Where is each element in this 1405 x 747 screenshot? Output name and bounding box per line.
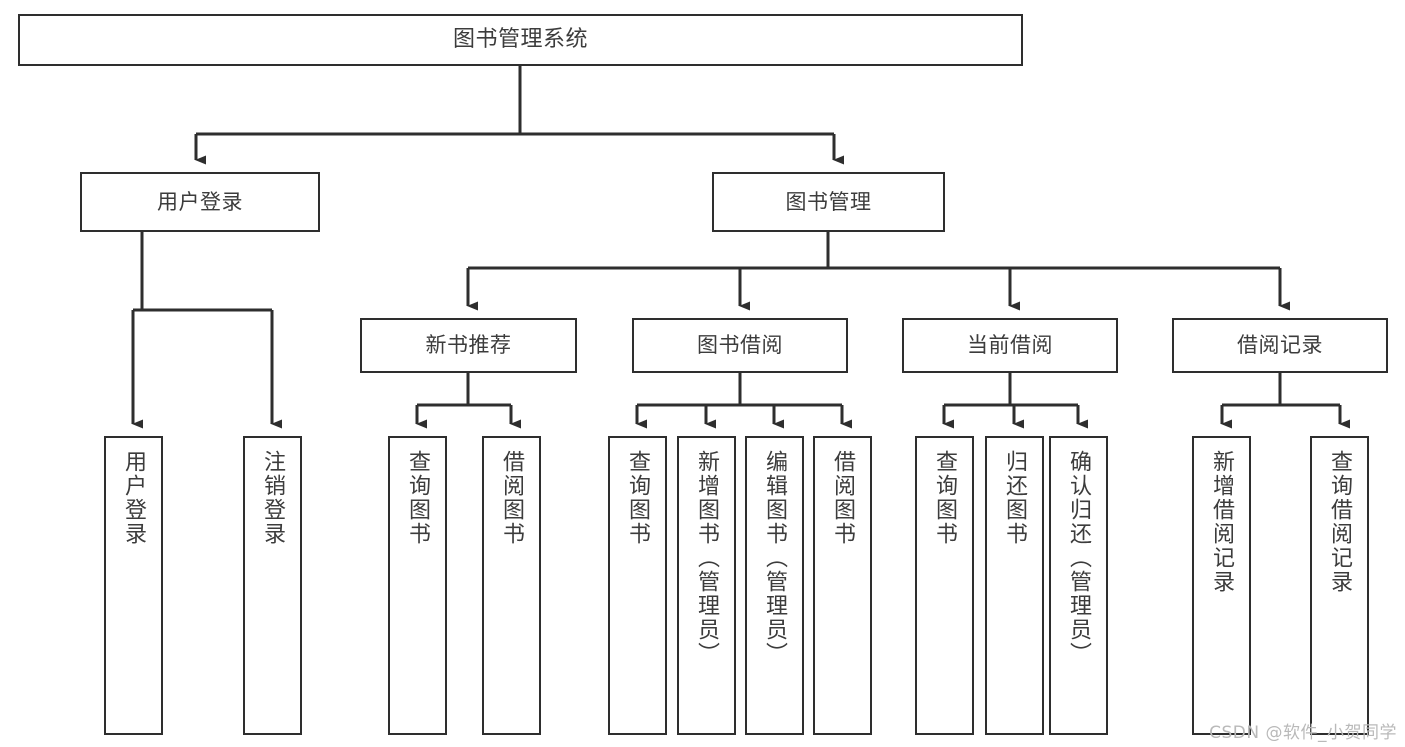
node-leaf-user-login[interactable]: 用户登录: [104, 436, 163, 735]
node-root-label: 图书管理系统: [452, 27, 588, 53]
node-leaf-query-book-2[interactable]: 查询图书: [608, 436, 667, 735]
node-leaf-add-book[interactable]: 新增图书（管理员）: [677, 436, 736, 735]
node-borrow-record-label: 借阅记录: [1237, 333, 1323, 358]
node-leaf-borrow-book-1[interactable]: 借阅图书: [482, 436, 541, 735]
node-leaf-confirm-return-label: 确认归还（管理员）: [1066, 450, 1092, 666]
node-leaf-borrow-book-1-label: 借阅图书: [499, 450, 525, 546]
node-leaf-borrow-book-2[interactable]: 借阅图书: [813, 436, 872, 735]
node-leaf-query-book-1-label: 查询图书: [405, 450, 431, 546]
node-leaf-edit-book[interactable]: 编辑图书（管理员）: [745, 436, 804, 735]
node-leaf-query-record-label: 查询借阅记录: [1327, 450, 1353, 594]
node-leaf-query-record[interactable]: 查询借阅记录: [1310, 436, 1369, 735]
node-book-manage[interactable]: 图书管理: [712, 172, 945, 232]
node-leaf-edit-book-label: 编辑图书（管理员）: [762, 450, 788, 666]
node-leaf-logout-label: 注销登录: [260, 450, 286, 546]
node-new-book-rec-label: 新书推荐: [425, 333, 512, 358]
node-leaf-query-book-2-label: 查询图书: [625, 450, 651, 546]
node-leaf-logout[interactable]: 注销登录: [243, 436, 302, 735]
node-leaf-query-book-3-label: 查询图书: [932, 450, 958, 546]
node-book-borrow[interactable]: 图书借阅: [632, 318, 848, 373]
node-borrow-record[interactable]: 借阅记录: [1172, 318, 1388, 373]
node-leaf-query-book-1[interactable]: 查询图书: [388, 436, 447, 735]
node-leaf-add-record[interactable]: 新增借阅记录: [1192, 436, 1251, 735]
node-current-borrow[interactable]: 当前借阅: [902, 318, 1118, 373]
node-root[interactable]: 图书管理系统: [18, 14, 1023, 66]
node-user-login[interactable]: 用户登录: [80, 172, 320, 232]
node-leaf-confirm-return[interactable]: 确认归还（管理员）: [1049, 436, 1108, 735]
node-user-login-label: 用户登录: [157, 189, 243, 214]
node-current-borrow-label: 当前借阅: [967, 333, 1053, 358]
node-leaf-add-book-label: 新增图书（管理员）: [694, 450, 720, 666]
csdn-watermark: CSDN @软件_小贺同学: [1209, 723, 1397, 743]
node-leaf-return-book[interactable]: 归还图书: [985, 436, 1044, 735]
node-new-book-rec[interactable]: 新书推荐: [360, 318, 577, 373]
node-leaf-add-record-label: 新增借阅记录: [1209, 450, 1235, 594]
node-leaf-user-login-label: 用户登录: [121, 450, 147, 546]
node-book-borrow-label: 图书借阅: [697, 333, 783, 358]
node-leaf-borrow-book-2-label: 借阅图书: [830, 450, 856, 546]
node-book-manage-label: 图书管理: [785, 189, 872, 214]
node-leaf-query-book-3[interactable]: 查询图书: [915, 436, 974, 735]
node-leaf-return-book-label: 归还图书: [1002, 450, 1028, 546]
